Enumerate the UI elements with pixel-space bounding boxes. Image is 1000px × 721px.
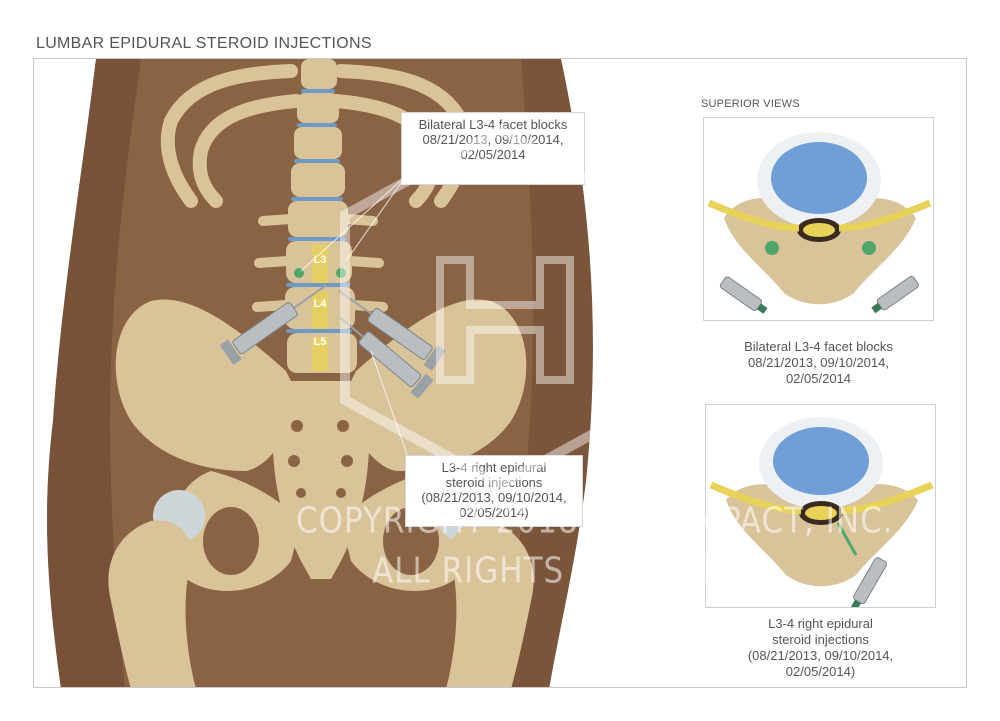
epidural-callout-line-2: steroid injections <box>445 475 543 490</box>
vertebra-superior-view-epidural <box>709 417 934 607</box>
facet-blocks-callout: Bilateral L3-4 facet blocks 08/21/2013, … <box>401 112 585 185</box>
superior-view-epidural-inset <box>705 404 936 608</box>
epidural-inset-caption: L3-4 right epidural steroid injections (… <box>705 616 936 680</box>
epidural-callout-line-4: 02/05/2014) <box>459 505 529 520</box>
epidural-caption-line-4: 02/05/2014) <box>785 664 856 679</box>
label-l5: L5 <box>314 336 327 348</box>
label-l3: L3 <box>314 254 327 266</box>
superior-view-facet-inset <box>703 117 934 321</box>
syringes <box>219 284 446 399</box>
facet-caption-line-2: 08/21/2013, 09/10/2014, <box>748 355 889 370</box>
epidural-caption-line-2: steroid injections <box>772 632 869 647</box>
facet-inset-caption: Bilateral L3-4 facet blocks 08/21/2013, … <box>703 339 934 387</box>
lumbar-spine <box>252 59 388 373</box>
femurs <box>108 490 534 687</box>
epidural-callout-line-1: L3-4 right epidural <box>441 460 547 475</box>
watermark-rights: ALL RIGHTS RESERVED <box>372 550 748 592</box>
page-title: LUMBAR EPIDURAL STEROID INJECTIONS <box>36 35 372 52</box>
label-l4: L4 <box>314 298 328 310</box>
epidural-caption-line-3: (08/21/2013, 09/10/2014, <box>747 648 894 663</box>
facet-callout-line-3: 02/05/2014 <box>460 147 526 162</box>
watermark-copyright: COPYRIGHT 2018 HIGH IMPACT, INC. <box>296 500 894 542</box>
facet-caption-line-1: Bilateral L3-4 facet blocks <box>744 339 893 354</box>
epidural-caption-line-1: L3-4 right epidural <box>768 616 873 631</box>
epidural-injections-callout: L3-4 right epidural steroid injections (… <box>405 455 583 527</box>
vertebra-superior-view-facet <box>707 132 932 314</box>
facet-callout-line-2: 08/21/2013, 09/10/2014, <box>422 132 564 147</box>
facet-callout-line-1: Bilateral L3-4 facet blocks <box>418 117 568 132</box>
epidural-callout-line-3: (08/21/2013, 09/10/2014, <box>421 490 567 505</box>
superior-views-label: SUPERIOR VIEWS <box>701 98 800 110</box>
facet-caption-line-3: 02/05/2014 <box>785 371 852 386</box>
